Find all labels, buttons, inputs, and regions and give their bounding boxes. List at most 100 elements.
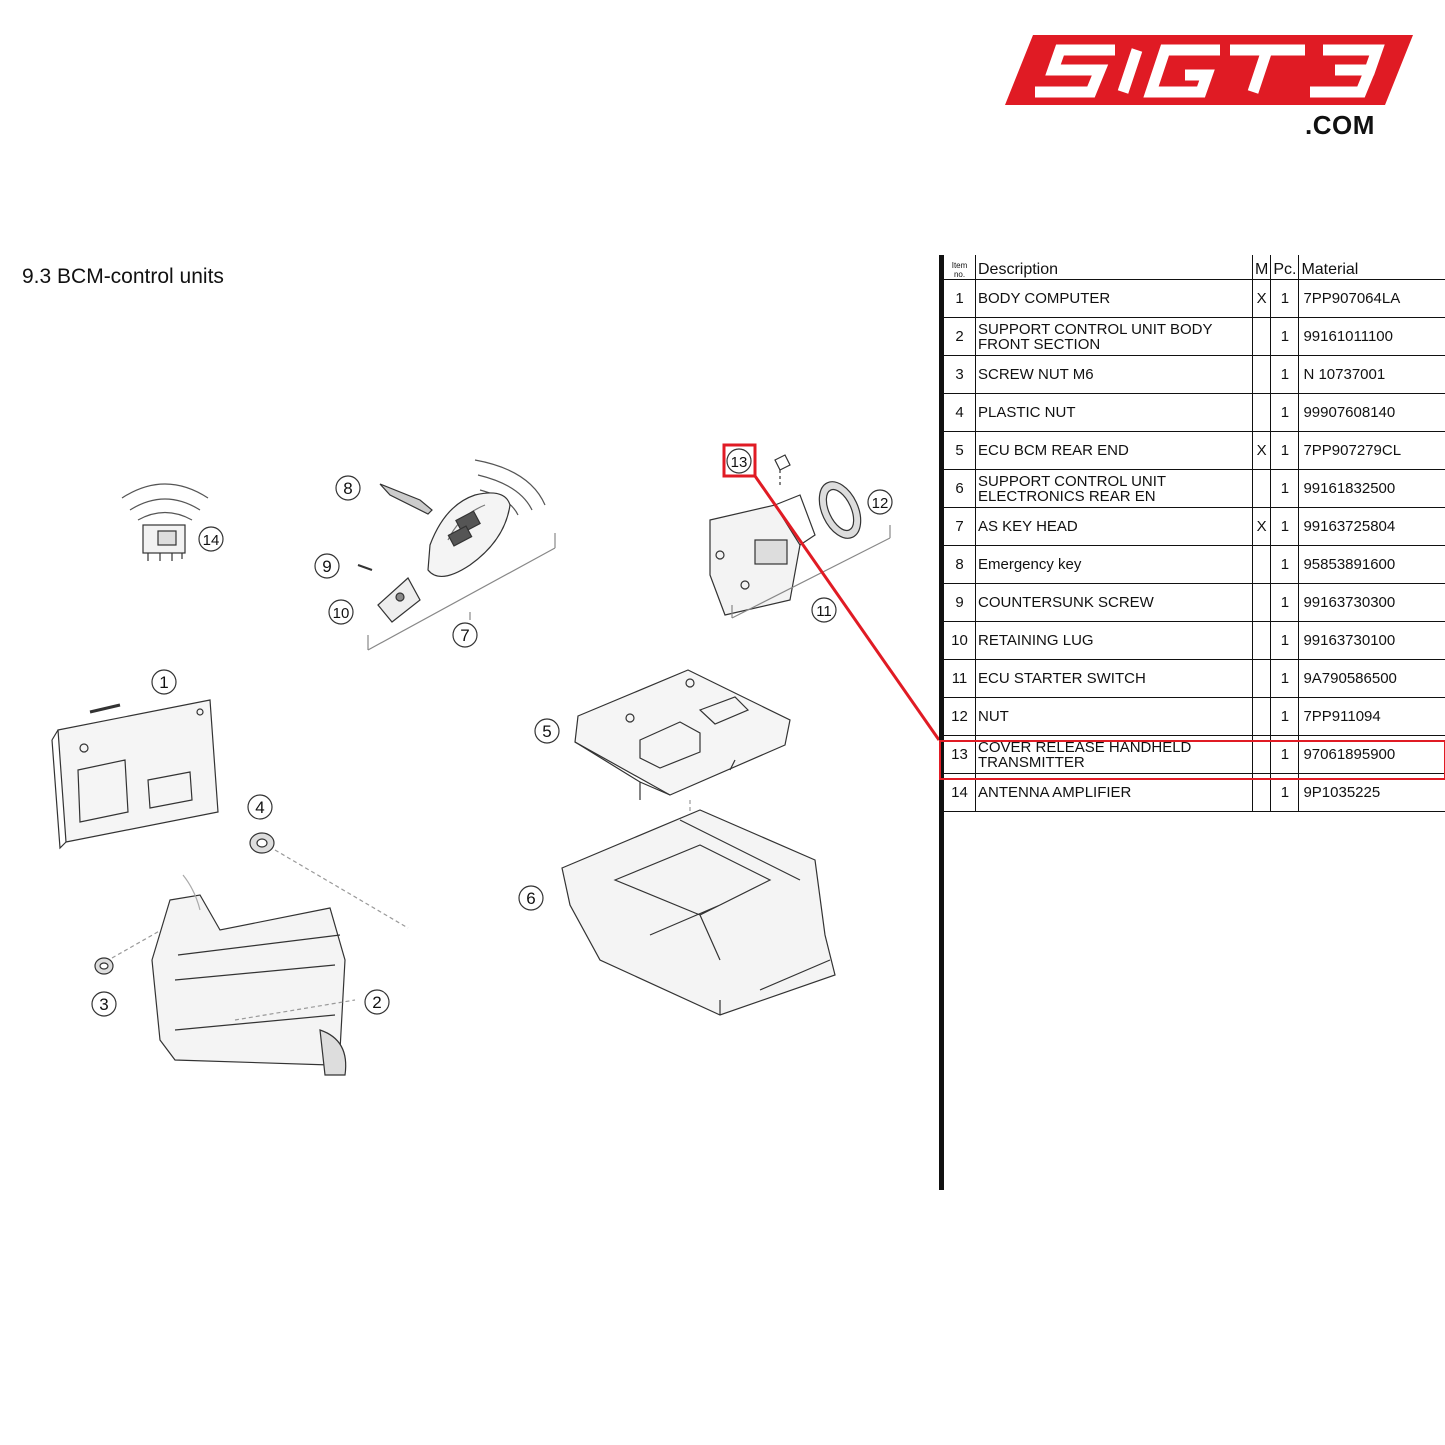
callout-6: 6 bbox=[518, 885, 544, 911]
screw-nut-drawing bbox=[94, 924, 171, 975]
svg-text:13: 13 bbox=[731, 454, 748, 471]
svg-text:11: 11 bbox=[816, 603, 832, 620]
cell-m: X bbox=[1251, 507, 1271, 546]
cell-description: ECU BCM REAR END bbox=[975, 431, 1253, 470]
cell-description: ANTENNA AMPLIFIER bbox=[975, 773, 1253, 812]
cell-description: COUNTERSUNK SCREW bbox=[975, 583, 1253, 622]
callout-9: 9 bbox=[314, 553, 340, 579]
cell-description: SUPPORT CONTROL UNIT BODY FRONT SECTION bbox=[975, 317, 1253, 356]
cell-pc: 1 bbox=[1270, 583, 1299, 622]
cell-pc: 1 bbox=[1270, 735, 1299, 774]
support-rear-drawing bbox=[561, 809, 836, 1016]
cell-m: X bbox=[1251, 431, 1271, 470]
cell-m bbox=[1251, 583, 1271, 622]
cell-pc: 1 bbox=[1270, 431, 1299, 470]
callout-2: 2 bbox=[364, 989, 390, 1015]
header-description: Description bbox=[975, 255, 1253, 280]
cell-item-no: 5 bbox=[944, 431, 976, 470]
plastic-nut-drawing bbox=[249, 832, 409, 929]
cell-item-no: 10 bbox=[944, 621, 976, 660]
callout-13: 13 bbox=[726, 448, 752, 474]
cell-material: 99163730100 bbox=[1298, 621, 1445, 660]
cell-m bbox=[1251, 355, 1271, 394]
cell-item-no: 3 bbox=[944, 355, 976, 394]
svg-text:3: 3 bbox=[99, 995, 108, 1014]
antenna-amplifier-drawing bbox=[121, 483, 209, 561]
key-head-drawing bbox=[357, 459, 556, 651]
cell-item-no: 7 bbox=[944, 507, 976, 546]
header-m: M bbox=[1251, 255, 1271, 280]
cell-item-no: 8 bbox=[944, 545, 976, 584]
cell-pc: 1 bbox=[1270, 773, 1299, 812]
highlight-connector-line bbox=[753, 475, 941, 741]
cell-pc: 1 bbox=[1270, 545, 1299, 584]
cell-m bbox=[1251, 773, 1271, 812]
svg-text:8: 8 bbox=[343, 479, 352, 498]
cell-pc: 1 bbox=[1270, 469, 1299, 508]
header-item-no: Item no. bbox=[944, 255, 976, 280]
cell-m bbox=[1251, 317, 1271, 356]
cell-material: 9A790586500 bbox=[1298, 659, 1445, 698]
cell-material: N 10737001 bbox=[1298, 355, 1445, 394]
callout-10: 10 bbox=[328, 599, 354, 625]
cell-pc: 1 bbox=[1270, 659, 1299, 698]
svg-text:14: 14 bbox=[203, 532, 220, 549]
table-header-row: Item no. Description M Pc. Material bbox=[944, 255, 1445, 280]
svg-text:1: 1 bbox=[159, 673, 168, 692]
callout-3: 3 bbox=[91, 991, 117, 1017]
cell-description: COVER RELEASE HANDHELD TRANSMITTER bbox=[975, 735, 1253, 774]
cell-description: RETAINING LUG bbox=[975, 621, 1253, 660]
section-title: 9.3 BCM-control units bbox=[22, 265, 224, 288]
starter-switch-drawing bbox=[709, 454, 891, 619]
svg-text:7: 7 bbox=[460, 626, 469, 645]
cell-item-no: 11 bbox=[944, 659, 976, 698]
cell-pc: 1 bbox=[1270, 507, 1299, 546]
sigt3-logo bbox=[1005, 35, 1413, 105]
svg-text:12: 12 bbox=[872, 495, 889, 512]
callout-14: 14 bbox=[198, 526, 224, 552]
svg-text:10: 10 bbox=[333, 605, 350, 622]
cell-m bbox=[1251, 469, 1271, 508]
cell-m: X bbox=[1251, 279, 1271, 318]
svg-text:5: 5 bbox=[542, 722, 551, 741]
cell-material: 7PP907064LA bbox=[1298, 279, 1445, 318]
cell-item-no: 9 bbox=[944, 583, 976, 622]
cell-description: AS KEY HEAD bbox=[975, 507, 1253, 546]
support-front-drawing bbox=[151, 874, 356, 1076]
cell-description: SCREW NUT M6 bbox=[975, 355, 1253, 394]
callout-5: 5 bbox=[534, 718, 560, 744]
cell-material: 9P1035225 bbox=[1298, 773, 1445, 812]
logo-suffix: .COM bbox=[1305, 110, 1375, 140]
cell-material: 7PP907279CL bbox=[1298, 431, 1445, 470]
cell-m bbox=[1251, 659, 1271, 698]
cell-m bbox=[1251, 621, 1271, 660]
callout-1: 1 bbox=[151, 669, 177, 695]
cell-material: 99163725804 bbox=[1298, 507, 1445, 546]
cell-item-no: 14 bbox=[944, 773, 976, 812]
cell-m bbox=[1251, 735, 1271, 774]
callout-11: 11 bbox=[811, 597, 837, 623]
cell-item-no: 1 bbox=[944, 279, 976, 318]
svg-text:6: 6 bbox=[526, 889, 535, 908]
cell-pc: 1 bbox=[1270, 355, 1299, 394]
cell-description: BODY COMPUTER bbox=[975, 279, 1253, 318]
cell-item-no: 12 bbox=[944, 697, 976, 736]
table-left-rule bbox=[939, 255, 944, 1190]
callout-8: 8 bbox=[335, 475, 361, 501]
header-pc: Pc. bbox=[1270, 255, 1299, 280]
cell-description: NUT bbox=[975, 697, 1253, 736]
cell-material: 95853891600 bbox=[1298, 545, 1445, 584]
callout-7: 7 bbox=[452, 622, 478, 648]
cell-material: 99163730300 bbox=[1298, 583, 1445, 622]
cell-pc: 1 bbox=[1270, 279, 1299, 318]
